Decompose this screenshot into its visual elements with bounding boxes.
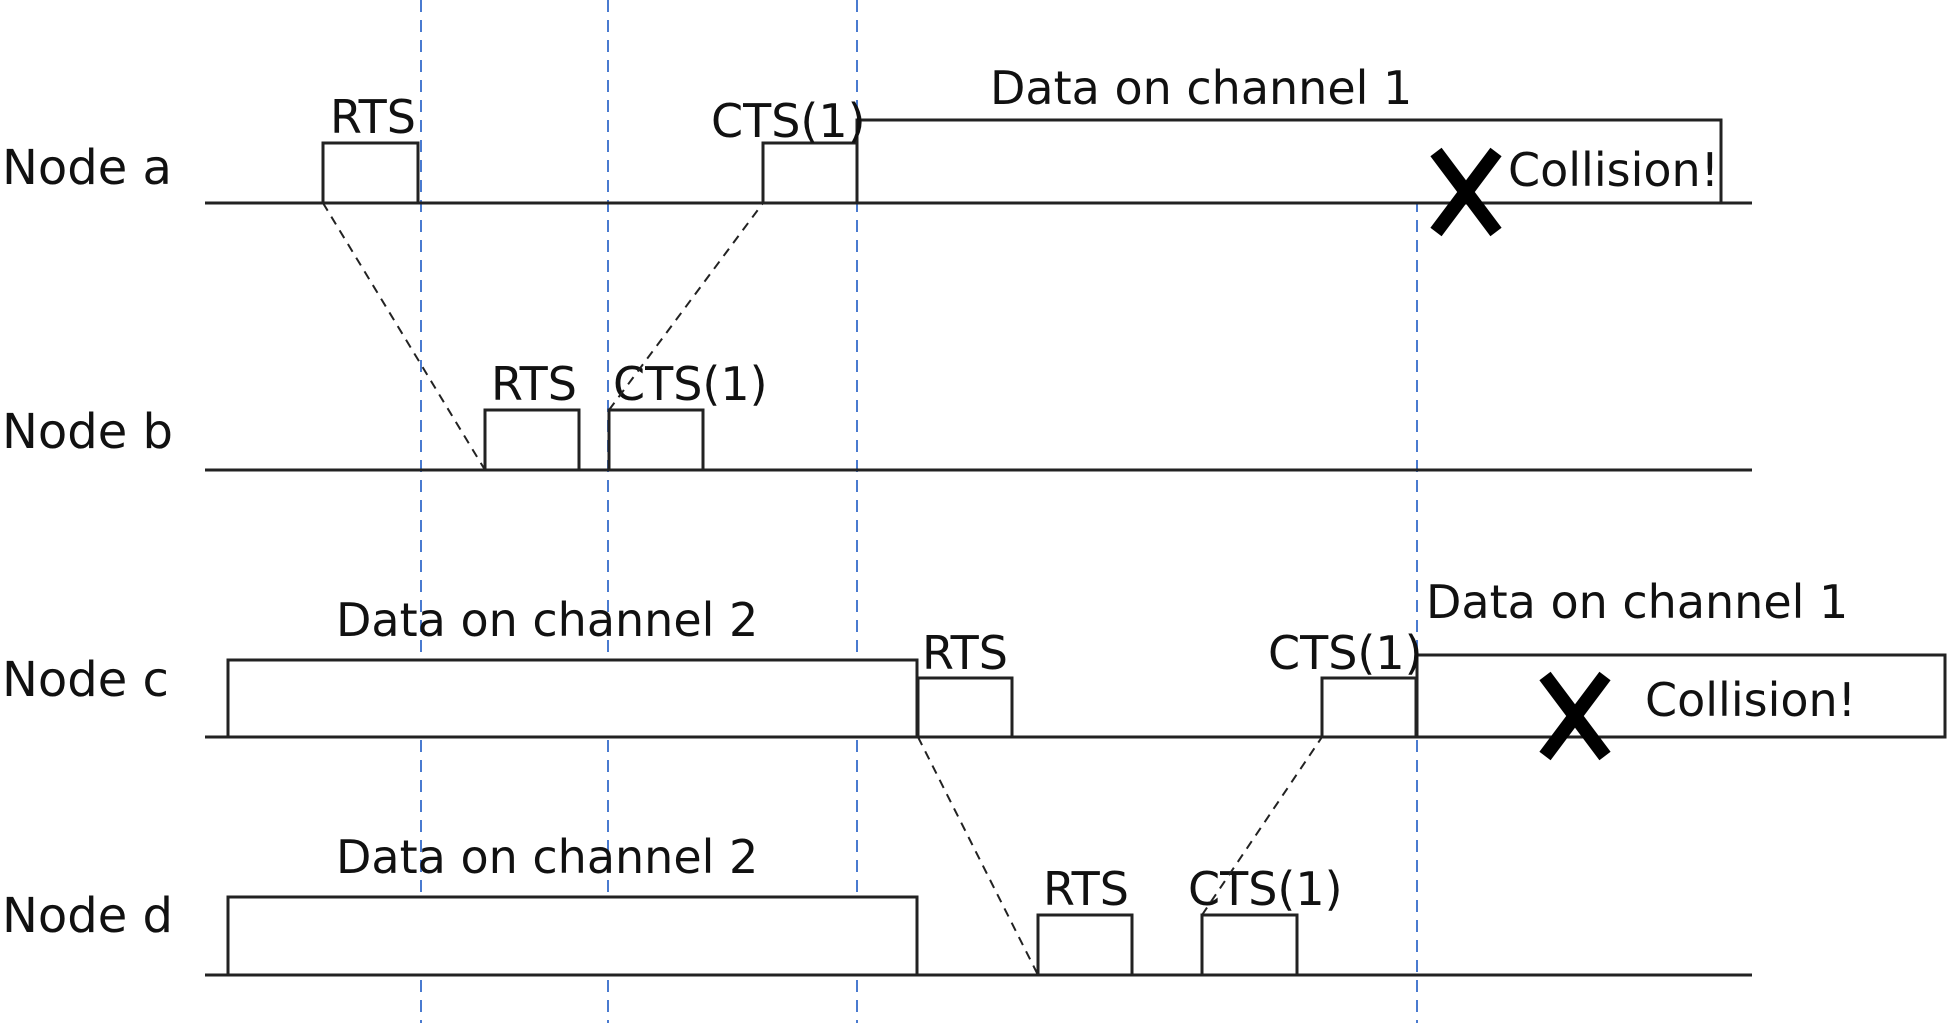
node-c-cts-label: CTS(1): [1268, 626, 1423, 680]
node-a-timeline: RTS CTS(1) Data on channel 1 Collision!: [205, 61, 1752, 237]
prop-line-a-rts-to-b: [322, 202, 486, 471]
node-c-rts-label: RTS: [922, 626, 1008, 680]
node-d-timeline: Data on channel 2 RTS CTS(1): [205, 830, 1752, 977]
node-d-data-frame: [226, 895, 919, 977]
node-c-timeline: Data on channel 2 RTS CTS(1) Data on cha…: [205, 575, 1947, 761]
node-a-rts-frame: [321, 141, 420, 205]
node-a-cts-frame: [761, 141, 859, 205]
node-c-cts-frame: [1320, 676, 1418, 739]
node-d-cts-frame: [1200, 913, 1299, 977]
node-b-cts-frame: [607, 408, 705, 472]
node-b-timeline: RTS CTS(1): [205, 357, 1752, 472]
prop-line-c-rts-to-d: [917, 736, 1039, 976]
node-c-data2-label: Data on channel 1: [1426, 575, 1848, 629]
node-a-collision-label: Collision!: [1508, 143, 1719, 197]
node-a-rts-label: RTS: [330, 90, 416, 144]
node-c-data-frame: [226, 658, 919, 739]
node-c-collision-icon: [1539, 671, 1611, 761]
node-a-label: Node a: [2, 140, 172, 196]
node-b-rts-label: RTS: [491, 357, 577, 411]
node-c-label: Node c: [2, 652, 169, 708]
node-b-label: Node b: [2, 404, 173, 460]
prop-line-b-cts-to-a: [608, 202, 764, 411]
node-d-rts-label: RTS: [1043, 862, 1129, 916]
node-d-cts-label: CTS(1): [1188, 862, 1343, 916]
node-a-data-frame: [855, 118, 1723, 205]
node-c-data2-frame: [1415, 653, 1947, 739]
node-c-collision-label: Collision!: [1645, 673, 1856, 727]
node-d-rts-frame: [1036, 913, 1134, 977]
node-a-collision-icon: [1430, 147, 1502, 237]
node-a-data-label: Data on channel 1: [990, 61, 1412, 115]
node-a-cts-label: CTS(1): [711, 94, 866, 148]
node-d-data-label: Data on channel 2: [336, 830, 758, 884]
prop-line-d-cts-to-c: [1201, 736, 1323, 916]
node-b-cts-label: CTS(1): [613, 357, 768, 411]
node-d-label: Node d: [2, 888, 173, 944]
node-c-data-label: Data on channel 2: [336, 593, 758, 647]
node-c-rts-frame: [916, 676, 1014, 739]
node-b-rts-frame: [483, 408, 581, 472]
